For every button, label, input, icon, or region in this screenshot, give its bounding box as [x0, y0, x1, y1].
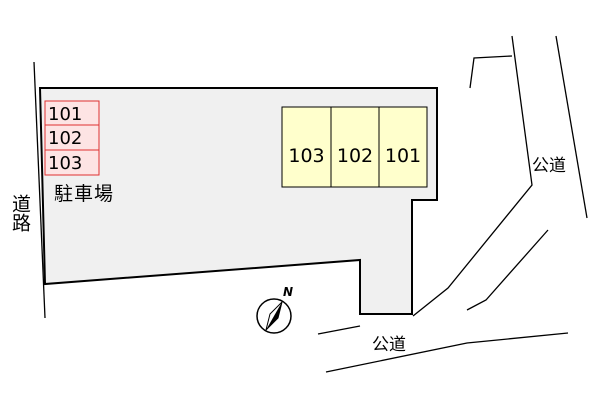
right-road-edge-lower — [466, 229, 549, 311]
unit-box — [378, 106, 428, 188]
right-road-label: 公道 — [532, 156, 566, 176]
parking-space-label: 103 — [48, 153, 82, 174]
compass-north-label: N — [283, 285, 293, 299]
right-road-edge-left — [412, 35, 533, 317]
bottom-road-edge-top — [317, 325, 361, 335]
left-road-label: 道路 — [9, 194, 31, 232]
parking-label: 駐車場 — [54, 183, 114, 205]
left-road-edge — [33, 61, 46, 319]
building: 103 102 101 — [281, 106, 428, 188]
bottom-road-edge-bottom — [325, 332, 569, 373]
parking-space-label: 102 — [48, 128, 82, 149]
compass: N — [256, 285, 293, 334]
parking-spaces: 101 102 103 — [44, 100, 100, 176]
compass-needle-fill — [266, 302, 282, 330]
neighbour-stub — [469, 55, 513, 89]
right-road-edge-right — [555, 35, 588, 219]
bottom-road-label: 公道 — [372, 335, 406, 355]
unit-label: 102 — [337, 145, 373, 167]
unit-label: 101 — [385, 145, 421, 167]
parking-space-label: 101 — [48, 104, 82, 125]
parking-space — [44, 149, 100, 176]
unit-label: 103 — [288, 145, 324, 167]
unit-box — [281, 106, 332, 188]
